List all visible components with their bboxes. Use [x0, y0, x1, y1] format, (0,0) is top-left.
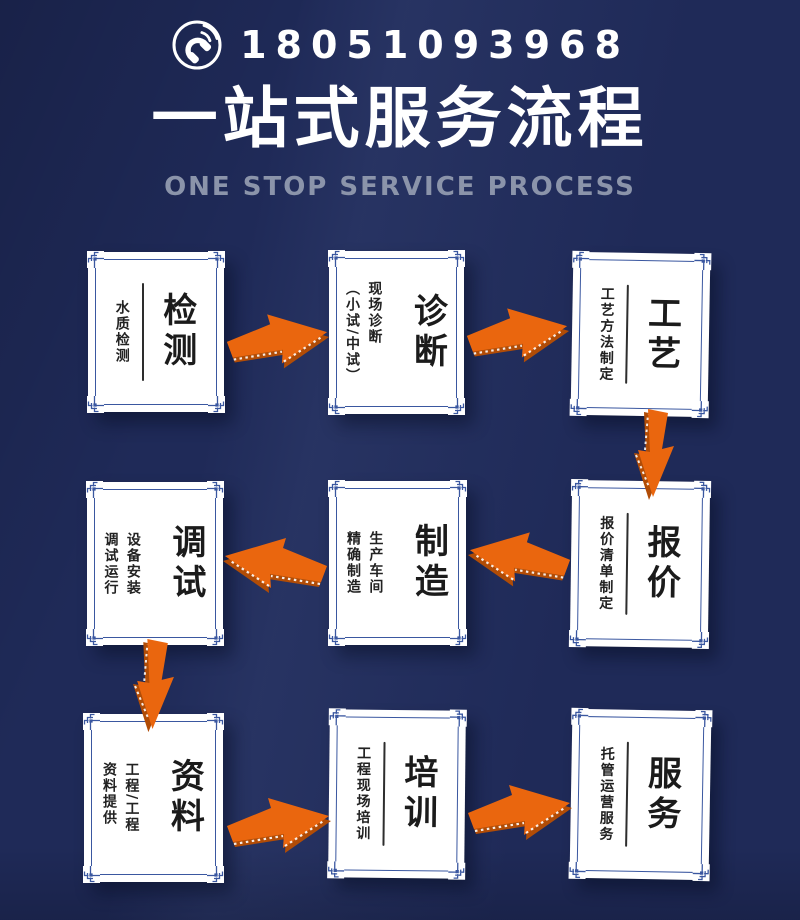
step-card-process: 工艺方法制定 工艺	[569, 250, 712, 419]
corner-ornament-icon	[207, 866, 224, 883]
corner-ornament-icon	[694, 252, 712, 271]
flow-arrow-right-icon	[221, 789, 333, 853]
corner-ornament-icon	[87, 251, 104, 268]
corner-ornament-icon	[328, 480, 345, 497]
step-title: 工艺	[640, 294, 682, 376]
corner-ornament-icon	[328, 398, 345, 415]
corner-ornament-icon	[693, 480, 712, 498]
step-card-detection: 水质检测 检测	[87, 251, 225, 413]
step-desc: 现场诊断 （小试/中试）	[344, 280, 383, 385]
corner-ornament-icon	[208, 251, 225, 268]
corner-ornament-icon	[569, 398, 587, 417]
corner-ornament-icon	[86, 481, 103, 498]
corner-ornament-icon	[568, 861, 586, 880]
page-subtitle: ONE STOP SERVICE PROCESS	[164, 172, 636, 202]
step-desc: 工程/工程 资料提供	[101, 762, 140, 834]
corner-ornament-icon	[570, 479, 589, 497]
flow-arrow-right-icon	[462, 776, 574, 840]
corner-ornament-icon	[328, 250, 345, 267]
step-title: 调试	[165, 523, 206, 604]
step-title: 资料	[164, 758, 205, 838]
corner-ornament-icon	[695, 709, 713, 728]
corner-ornament-icon	[327, 861, 345, 879]
corner-ornament-icon	[448, 398, 465, 415]
step-card-training: 工程现场培训 培训	[327, 708, 467, 880]
corner-ornament-icon	[691, 400, 709, 419]
corner-ornament-icon	[692, 863, 710, 882]
step-title: 报价	[640, 524, 682, 605]
corner-ornament-icon	[450, 629, 467, 646]
step-desc: 报价清单制定	[597, 515, 615, 612]
flow-arrow-left-icon	[221, 528, 333, 594]
flow-arrow-down-icon	[632, 405, 676, 501]
corner-ornament-icon	[207, 481, 224, 498]
step-card-debugging: 设备安装 调试运行 调试	[86, 481, 224, 646]
corner-ornament-icon	[328, 708, 346, 726]
step-title: 检测	[156, 292, 197, 372]
card-border	[336, 258, 457, 407]
step-card-quotation: 报价清单制定 报价	[568, 479, 712, 649]
card-border	[336, 488, 459, 638]
step-card-manufacturing: 生产车间 精确制造 制造	[328, 480, 467, 646]
card-border	[94, 489, 216, 638]
flow-arrow-right-icon	[221, 305, 331, 369]
step-desc: 生产车间 精确制造	[345, 531, 384, 595]
flow-arrow-right-icon	[461, 299, 571, 363]
corner-ornament-icon	[83, 713, 100, 730]
page-title: 一站式服务流程	[151, 80, 649, 157]
corner-ornament-icon	[691, 631, 710, 649]
step-divider	[625, 742, 630, 847]
step-card-documents: 工程/工程 资料提供 资料	[83, 713, 224, 883]
phone-icon	[172, 20, 222, 70]
corner-ornament-icon	[328, 629, 345, 646]
step-title: 诊断	[407, 292, 448, 373]
corner-ornament-icon	[571, 707, 589, 726]
contact-bar[interactable]: 18051093968	[0, 14, 800, 76]
corner-ornament-icon	[87, 396, 104, 413]
card-border	[95, 259, 217, 405]
flow-arrow-left-icon	[466, 523, 576, 587]
step-desc: 工艺方法制定	[597, 285, 616, 383]
corner-ornament-icon	[86, 629, 103, 646]
corner-ornament-icon	[448, 250, 465, 267]
flow-arrow-down-icon	[131, 634, 176, 734]
step-title: 服务	[640, 754, 682, 836]
corner-ornament-icon	[208, 396, 225, 413]
step-desc: 设备安装 调试运行	[102, 531, 141, 596]
corner-ornament-icon	[207, 629, 224, 646]
step-desc: 水质检测	[113, 300, 130, 364]
corner-ornament-icon	[448, 862, 466, 880]
step-card-service: 托管运营服务 服务	[568, 707, 713, 882]
step-card-diagnosis: 现场诊断 （小试/中试） 诊断	[328, 250, 465, 415]
corner-ornament-icon	[568, 630, 587, 648]
corner-ornament-icon	[83, 866, 100, 883]
step-divider	[141, 283, 144, 381]
step-title: 制造	[408, 523, 449, 603]
step-title: 培训	[397, 754, 439, 835]
corner-ornament-icon	[449, 709, 467, 727]
corner-ornament-icon	[450, 480, 467, 497]
step-divider	[624, 512, 629, 615]
phone-number[interactable]: 18051093968	[240, 23, 630, 67]
step-desc: 托管运营服务	[597, 745, 616, 843]
step-divider	[625, 284, 630, 385]
corner-ornament-icon	[207, 713, 224, 730]
corner-ornament-icon	[572, 250, 590, 269]
step-desc: 工程现场培训	[354, 745, 372, 842]
step-divider	[382, 742, 386, 846]
